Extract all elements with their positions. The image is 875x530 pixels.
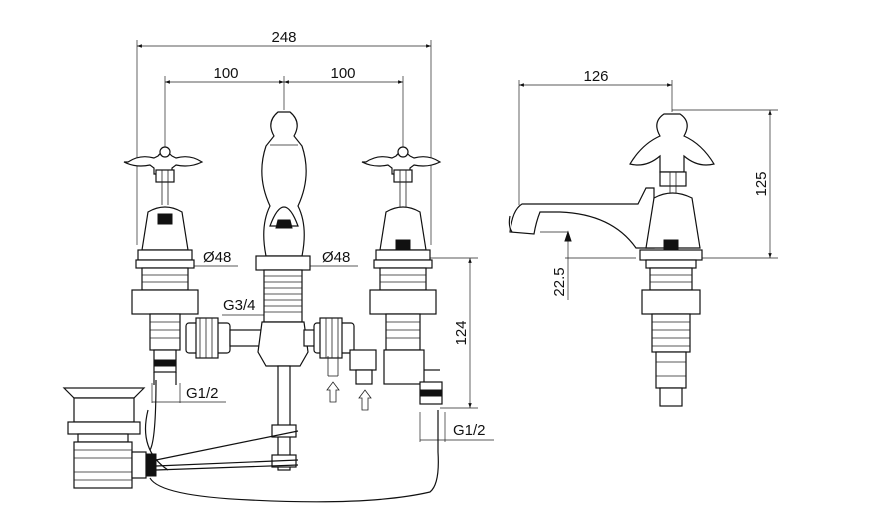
dimension-22-5: 22.5 xyxy=(540,230,636,300)
dimension-label-100-left: 100 xyxy=(213,65,238,82)
dimension-label-126: 126 xyxy=(583,68,608,85)
left-cross-handle xyxy=(123,146,204,205)
pop-up-waste xyxy=(62,387,157,489)
dimension-label-g1-2-right: G1/2 xyxy=(453,422,486,439)
label-g1-2-right: G1/2 xyxy=(419,412,494,442)
left-valve xyxy=(123,146,204,385)
right-valve xyxy=(361,146,443,405)
label-g1-2-left: G1/2 xyxy=(151,383,226,403)
side-view xyxy=(508,113,715,407)
dimension-label-248: 248 xyxy=(271,29,296,46)
dimension-100-right: 100 xyxy=(284,65,404,150)
label-diameter-left: Ø48 xyxy=(190,249,238,267)
centre-spout xyxy=(255,111,311,471)
dimension-label-100-right: 100 xyxy=(330,65,355,82)
dimension-label-g3-4: G3/4 xyxy=(223,297,256,314)
dimension-100-left: 100 xyxy=(164,65,285,150)
inlet-fittings xyxy=(327,349,377,385)
dimension-label-124: 124 xyxy=(453,320,470,345)
right-connector xyxy=(303,317,355,359)
dimension-label-diameter-spout: Ø48 xyxy=(322,249,350,266)
dimension-248: 248 xyxy=(136,29,432,245)
dimension-125: 125 xyxy=(672,109,778,259)
flexible-hoses xyxy=(144,379,439,503)
dimension-label-diameter-left: Ø48 xyxy=(203,249,231,266)
dimension-124: 124 xyxy=(430,257,478,409)
pop-up-rod xyxy=(155,430,299,471)
left-connector xyxy=(185,317,265,359)
dimension-126: 126 xyxy=(518,68,673,205)
flow-arrow-right xyxy=(358,389,372,411)
flow-arrow-left xyxy=(326,381,340,403)
dimension-label-22-5: 22.5 xyxy=(551,267,568,296)
side-spout xyxy=(508,187,655,249)
dimension-label-125: 125 xyxy=(753,171,770,196)
label-diameter-spout: Ø48 xyxy=(310,249,358,267)
dimension-label-g1-2-left: G1/2 xyxy=(186,385,219,402)
